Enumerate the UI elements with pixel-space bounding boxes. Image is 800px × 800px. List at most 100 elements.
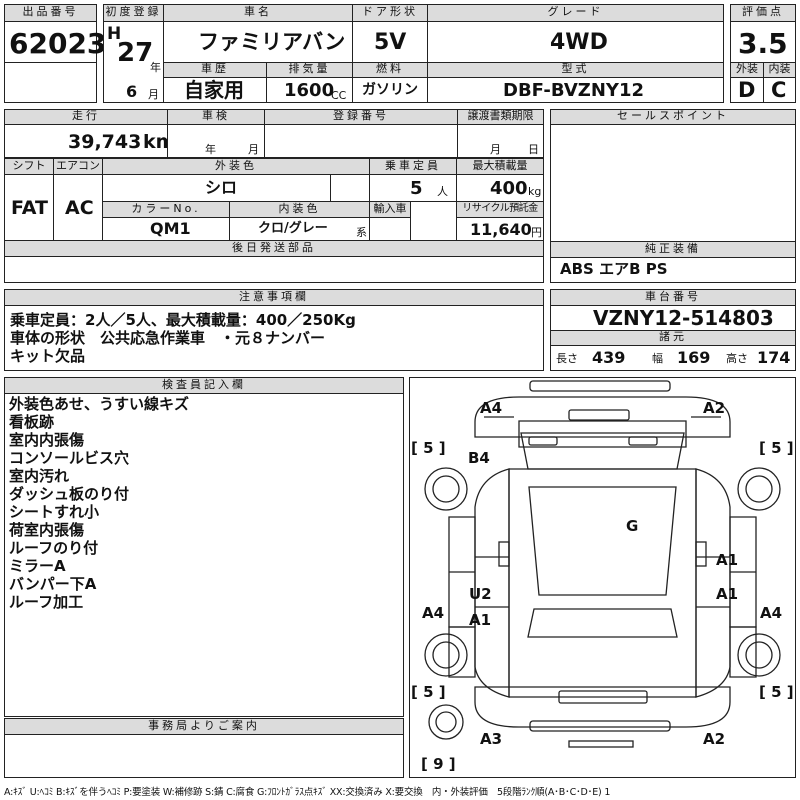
transfer-doc-header: 譲渡書類期限: [457, 109, 544, 125]
damage-code: U2: [469, 585, 492, 603]
overall-score: 3.5: [738, 27, 788, 60]
chassis-header: 車台番号: [550, 289, 796, 306]
lot-blank-cell: [4, 62, 97, 103]
door-cell: [352, 21, 428, 63]
capacity-cell: [369, 174, 457, 202]
interior-color: クロ/グレー: [258, 221, 328, 236]
notes-header: 注意事項欄: [4, 289, 544, 306]
exterior-header: 外装: [730, 62, 764, 78]
tire-tread-front-left: [ 5 ]: [411, 439, 446, 457]
damage-code: A4: [480, 399, 503, 417]
inspector-note: 室内汚れ: [9, 467, 70, 485]
score-cell: [730, 21, 796, 63]
transfer-doc-cell: [457, 124, 544, 158]
damage-code: A1: [716, 585, 739, 603]
max-load-unit: kg: [528, 185, 542, 198]
width-label: 幅: [652, 352, 663, 365]
damage-code: A1: [716, 551, 739, 569]
inspector-note: 荷室内張傷: [9, 521, 85, 539]
inspector-note: ルーフのり付: [9, 539, 99, 557]
damage-code: A4: [422, 604, 445, 622]
inspection-cell: [167, 124, 265, 158]
note-line: 乗車定員：2人／5人、最大積載量：400／250Kg: [10, 311, 356, 329]
history-cell: [163, 77, 267, 103]
damage-code: A1: [469, 611, 492, 629]
import-header: 輸入車: [369, 201, 411, 218]
front-grille: [568, 409, 630, 421]
damage-code: A3: [480, 730, 503, 748]
inspector-note: コンソールビス穴: [9, 449, 130, 467]
color-number-cell: [102, 217, 230, 241]
windshield: [520, 432, 685, 470]
color-number: QM1: [150, 219, 191, 238]
mileage-cell: [4, 124, 168, 158]
inspector-note: バンパー下A: [9, 575, 97, 593]
equipment-cell: [550, 257, 796, 283]
car-name: ファミリアバン: [198, 30, 346, 54]
capacity-header: 乗車定員: [369, 158, 457, 175]
damage-code: A2: [703, 730, 726, 748]
rear-window: [527, 608, 678, 638]
spare-wheel: [428, 704, 464, 740]
mileage-header: 走行: [4, 109, 168, 125]
grade: 4WD: [550, 30, 608, 55]
dimensions-header: 諸元: [550, 330, 796, 346]
inspector-note: 室内内張傷: [9, 431, 85, 449]
month-unit: 月: [148, 88, 159, 101]
note-line: キット欠品: [10, 347, 86, 365]
shift-type: FAT: [11, 197, 48, 219]
rear-bumper: [474, 686, 731, 728]
capacity-unit: 人: [437, 185, 448, 198]
inspector-header: 検査員記入欄: [4, 377, 404, 394]
import-cell: [369, 217, 411, 241]
model-header: 型式: [427, 62, 724, 78]
width-value: 169: [677, 348, 711, 367]
left-side-panel: [474, 468, 510, 698]
score-header: 評価点: [730, 4, 796, 22]
exterior-color: シロ: [205, 178, 238, 197]
length-label: 長さ: [556, 352, 578, 365]
fuel-type: ガソリン: [362, 82, 418, 98]
aircon-header: エアコン: [53, 158, 103, 175]
recycle-fee: 11,640: [470, 220, 532, 239]
mileage: 39,743: [68, 131, 142, 153]
damage-code: G: [626, 517, 639, 535]
inspector-note: 外装色あせ、うすい線キズ: [9, 395, 190, 413]
exterior-grade: D: [738, 78, 756, 102]
displacement: 1600: [284, 80, 335, 101]
model-cell: [427, 77, 724, 103]
interior-color-suffix: 系: [356, 226, 367, 239]
history-header: 車歴: [163, 62, 267, 78]
length-value: 439: [592, 348, 626, 367]
later-parts-header: 後日発送部品: [4, 240, 544, 257]
tire-tread-rear-left: [ 5 ]: [411, 683, 446, 701]
year-unit: 年: [150, 61, 161, 74]
lot-number: 62023: [9, 27, 107, 60]
first-registration-header: 初度登録: [103, 4, 164, 22]
equipment: ABS エアB PS: [560, 260, 668, 278]
grade-header: グレード: [427, 4, 724, 22]
inspector-note: ルーフ加工: [9, 593, 84, 611]
max-load: 400: [490, 178, 528, 199]
right-rear-outline: [729, 626, 757, 678]
inspection-month-unit: 月: [248, 143, 259, 156]
rear-left-wheel: [424, 633, 468, 677]
max-load-cell: [456, 174, 544, 202]
inspector-cell: [4, 393, 404, 717]
front-right-wheel: [737, 467, 781, 511]
height-value: 174: [757, 348, 791, 367]
dimensions-cell: [550, 345, 796, 371]
car-diagram: [424, 380, 781, 748]
inspector-note: ミラーA: [9, 557, 66, 575]
later-parts-cell: [4, 256, 544, 283]
lot-number-header: 出品番号: [4, 4, 97, 22]
rear-right-wheel: [737, 633, 781, 677]
left-rear-outline: [448, 626, 476, 678]
capacity: 5: [410, 178, 423, 199]
door-type: 5V: [374, 30, 407, 55]
fuel-header: 燃料: [352, 62, 428, 78]
inspection-year-unit: 年: [205, 143, 216, 156]
transfer-month-unit: 月: [490, 143, 501, 156]
recycle-header: リサイクル預託金: [456, 201, 544, 218]
note-line: 車体の形状 公共応急作業車 ・元８ナンバー: [10, 329, 326, 347]
